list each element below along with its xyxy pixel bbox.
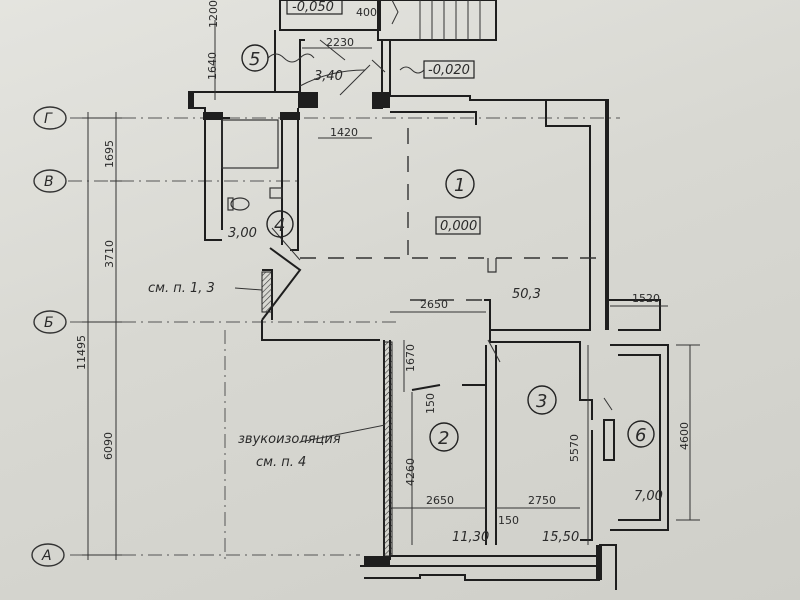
dim-2650-top: 2650 [420,298,448,311]
room-5-marker [241,44,269,72]
note-see-4: см. п. 4 [256,455,306,470]
room-3-marker [527,385,557,415]
dim-11495: 11495 [75,335,88,370]
axis-bubble-v [33,169,67,193]
axis-label-v: В [44,174,54,190]
level-box-entry [423,60,475,79]
dim-2650-bottom: 2650 [426,494,454,507]
axis-bubble-b [33,310,67,334]
leaders [234,53,425,443]
room-3-area: 15,50 [542,530,579,545]
dim-6090: 6090 [102,432,115,460]
room-5-area: 3,40 [314,69,343,84]
staircase [391,0,481,40]
axis-grid [68,117,620,560]
room-1-marker [445,169,475,199]
room-6-marker [627,420,655,448]
left-dimension-lines [82,112,122,560]
dim-2750: 2750 [528,494,556,507]
dim-1670: 1670 [404,344,417,372]
wall-fills [188,92,609,580]
room-1-number: 1 [454,175,465,196]
room-6-number: 6 [635,425,646,446]
room-4-marker [266,210,294,238]
axis-label-a: А [41,548,52,564]
door-swings [271,39,613,411]
dim-1640: 1640 [206,52,219,80]
room-2-area: 11,30 [452,530,489,545]
room-6-area: 7,00 [634,489,663,504]
dim-1420: 1420 [330,126,358,139]
axis-label-g: Г [44,111,53,127]
dim-150-v: 150 [424,393,437,414]
dim-400: 400 [356,6,377,19]
dim-1200: 1200 [207,0,220,28]
level-floor: 0,000 [440,219,477,234]
room-2-number: 2 [438,428,449,449]
level-box-floor [435,216,481,235]
hatched-partition [261,271,273,313]
dim-1695: 1695 [103,140,116,168]
level-top: -0,050 [292,0,334,15]
room-2-marker [429,422,459,452]
dim-150-h: 150 [498,514,519,527]
dim-4260: 4260 [404,458,417,486]
level-entry: -0,020 [428,63,470,78]
axis-bubble-a [31,543,65,567]
dashed-openings [300,128,600,301]
dim-3710: 3710 [103,240,116,268]
room-5-number: 5 [249,49,260,70]
room-1-area: 50,3 [512,287,541,302]
dim-1520: 1520 [632,292,660,305]
room-4-area: 3,00 [228,226,257,241]
dim-2230: 2230 [326,36,354,49]
room-4-number: 4 [274,215,285,236]
axis-label-b: Б [44,315,54,331]
wc-fixtures [221,119,283,211]
axis-bubble-g [33,106,67,130]
room-3-number: 3 [536,391,547,412]
note-soundproofing: звукоизоляция [238,432,341,447]
dim-5570: 5570 [568,434,581,462]
soundproof-wall [383,341,393,557]
note-see-1-3: см. п. 1, 3 [148,281,215,296]
dimension-lines [214,20,700,545]
dim-4600: 4600 [678,422,691,450]
level-box-top [286,0,343,15]
